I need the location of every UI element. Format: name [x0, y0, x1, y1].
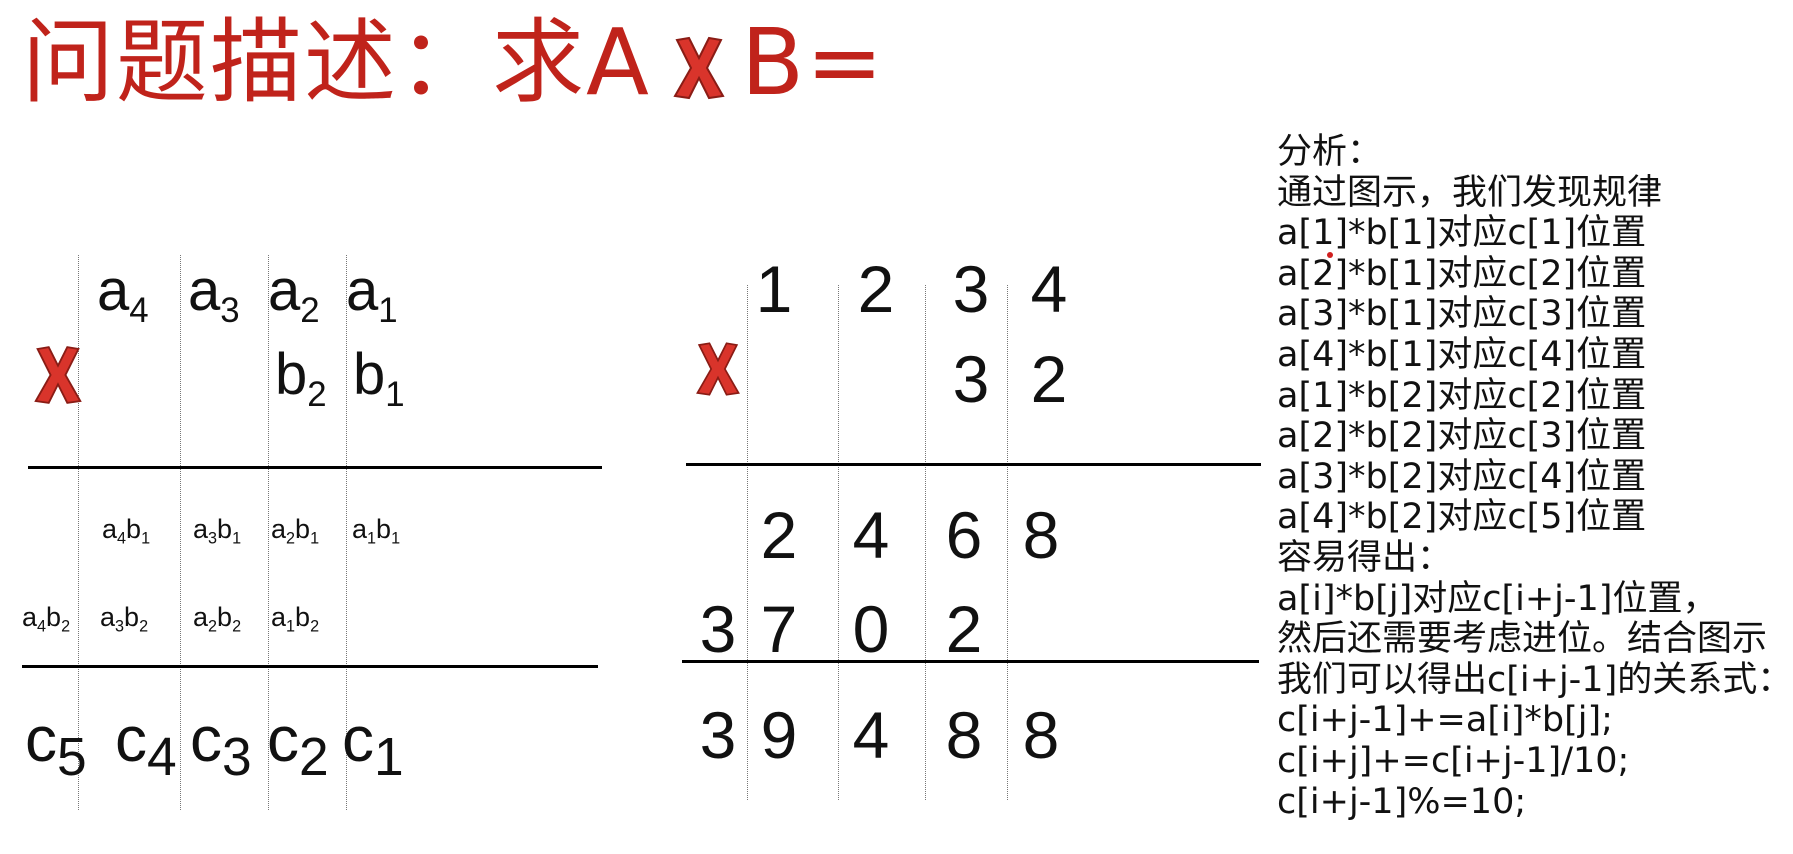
product-line	[28, 466, 602, 469]
analysis-code-line: c[i+j-1]%=10;	[1277, 781, 1527, 822]
analysis-line: a[4]*b[1]对应c[4]位置	[1277, 334, 1647, 375]
analysis-line: a[1]*b[2]对应c[2]位置	[1277, 375, 1647, 416]
result-digit: 3	[699, 698, 737, 772]
column-divider	[838, 285, 839, 800]
partial-digit: 2	[760, 498, 798, 572]
partial-digit: 7	[760, 592, 798, 666]
analysis-line: 我们可以得出c[i+j-1]的关系式：	[1277, 659, 1793, 700]
multiplicand-digit: a4	[97, 258, 149, 331]
multiplicand-digit: 4	[1030, 252, 1068, 326]
column-divider	[1007, 285, 1008, 800]
analysis-line: 通过图示，我们发现规律	[1277, 172, 1663, 213]
partial-product: a2b1	[271, 514, 320, 548]
multiplier-digit: 2	[1030, 342, 1068, 416]
column-divider	[78, 255, 79, 810]
result-digit: c1	[342, 703, 404, 787]
multiplicand-digit: a3	[188, 258, 240, 331]
multiplicand-digit: 1	[755, 252, 793, 326]
partial-product: a3b2	[100, 602, 149, 636]
title-prefix: 问题描述：求A	[22, 9, 651, 116]
partial-product: a4b2	[22, 602, 71, 636]
analysis-code-line: c[i+j-1]+=a[i]*b[j];	[1277, 700, 1613, 741]
partial-digit: 3	[699, 592, 737, 666]
analysis-line: a[i]*b[j]对应c[i+j-1]位置，	[1277, 578, 1718, 619]
analysis-line: 容易得出：	[1277, 537, 1453, 578]
result-digit: c3	[190, 703, 252, 787]
analysis-code-line: c[i+j]+=c[i+j-1]/10;	[1277, 740, 1630, 781]
column-divider	[268, 255, 269, 810]
analysis-line: a[2]*b[2]对应c[3]位置	[1277, 416, 1647, 457]
partial-product: a2b2	[193, 602, 242, 636]
result-digit: 9	[760, 698, 798, 772]
result-digit: 4	[852, 698, 890, 772]
analysis-line: 然后还需要考虑进位。结合图示	[1277, 619, 1768, 660]
multiplicand-digit: 3	[952, 252, 990, 326]
result-digit: c4	[115, 703, 177, 787]
multiply-icon	[694, 340, 742, 403]
analysis-line: a[3]*b[2]对应c[4]位置	[1277, 456, 1647, 497]
sum-line	[22, 665, 598, 668]
column-divider	[180, 255, 181, 810]
multiplier-digit: b2	[275, 342, 327, 415]
multiplicand-digit: 2	[857, 252, 895, 326]
partial-product: a1b2	[271, 602, 320, 636]
result-digit: c5	[25, 703, 87, 787]
sum-line	[682, 660, 1259, 663]
partial-product: a3b1	[193, 514, 242, 548]
result-digit: c2	[267, 703, 329, 787]
result-digit: 8	[1022, 698, 1060, 772]
product-line	[686, 463, 1261, 466]
cursor-dot	[1327, 252, 1333, 258]
column-divider	[747, 285, 748, 800]
analysis-heading: 分析：	[1277, 132, 1383, 172]
partial-digit: 0	[852, 592, 890, 666]
multiplier-digit: 3	[952, 342, 990, 416]
result-digit: 8	[945, 698, 983, 772]
multiplier-digit: b1	[353, 342, 405, 415]
column-divider	[925, 285, 926, 800]
multiply-icon	[32, 345, 84, 410]
partial-digit: 2	[945, 592, 983, 666]
multiplicand-digit: a2	[268, 258, 320, 331]
title-suffix: B=	[740, 9, 886, 116]
column-divider	[346, 255, 347, 810]
page-title: 问题描述：求A B=	[22, 8, 885, 118]
partial-product: a1b1	[352, 514, 401, 548]
multiplicand-digit: a1	[346, 258, 398, 331]
analysis-line: a[3]*b[1]对应c[3]位置	[1277, 294, 1647, 335]
analysis-line: a[4]*b[2]对应c[5]位置	[1277, 497, 1647, 538]
partial-digit: 6	[945, 498, 983, 572]
analysis-line: a[1]*b[1]对应c[1]位置	[1277, 213, 1647, 254]
partial-digit: 8	[1022, 498, 1060, 572]
multiply-icon	[671, 14, 727, 124]
partial-product: a4b1	[102, 514, 151, 548]
partial-digit: 4	[852, 498, 890, 572]
analysis-panel: 分析： 通过图示，我们发现规律 a[1]*b[1]对应c[1]位置 a[2]*b…	[1277, 132, 1793, 822]
analysis-line: a[2]*b[1]对应c[2]位置	[1277, 253, 1647, 294]
